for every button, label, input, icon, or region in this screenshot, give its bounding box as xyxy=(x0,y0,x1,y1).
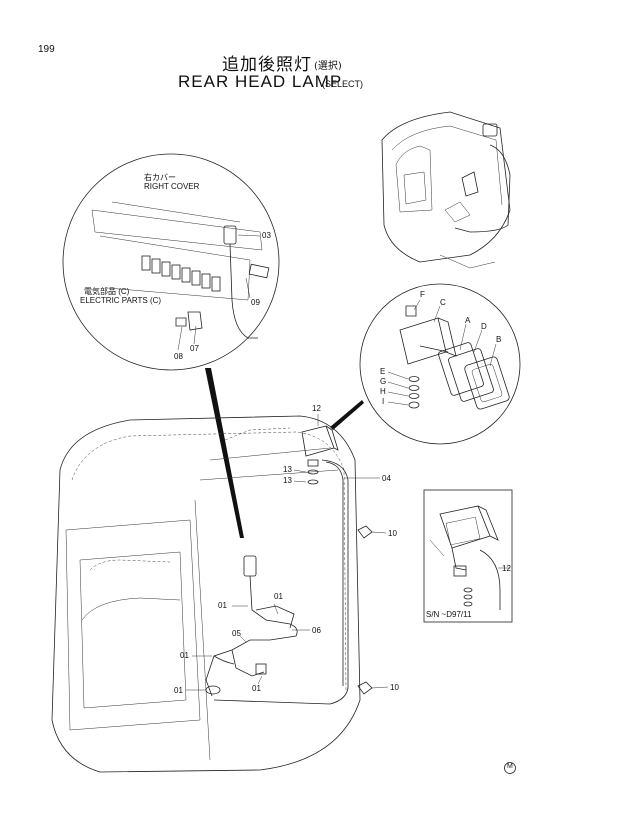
callout-09: 09 xyxy=(251,298,260,307)
callout-I: I xyxy=(382,397,385,406)
serial-inset-box xyxy=(423,489,513,623)
callout-01-c: 01 xyxy=(180,651,189,660)
callout-04: 04 xyxy=(382,474,391,483)
callout-F: F xyxy=(420,290,425,299)
callout-A: A xyxy=(465,316,471,325)
callout-10-lower: 10 xyxy=(390,683,399,692)
lamp-pointer xyxy=(330,400,364,430)
leader-lines xyxy=(177,234,510,691)
lamp-detail-circle xyxy=(359,283,521,445)
callout-E: E xyxy=(380,367,386,376)
callout-13-upper: 13 xyxy=(283,465,292,474)
callout-12-lamp: 12 xyxy=(312,404,321,413)
mark-circle-icon xyxy=(504,762,516,774)
cab-main-drawing xyxy=(51,415,361,773)
callout-01-d: 01 xyxy=(174,686,183,695)
callout-D: D xyxy=(481,322,487,331)
callout-H: H xyxy=(380,387,386,396)
callout-05: 05 xyxy=(232,629,241,638)
serial-number-note: S/N ~D97/11 xyxy=(426,610,472,619)
page-title-japanese-sub: (選択) xyxy=(314,61,342,72)
callout-06: 06 xyxy=(312,626,321,635)
page-title-sub: (SELECT) xyxy=(322,79,364,89)
rear-head-lamp-drawing xyxy=(213,425,349,705)
callout-13-lower: 13 xyxy=(283,476,292,485)
mark-label: M xyxy=(507,763,513,770)
detail-pointer xyxy=(205,368,244,538)
callout-B: B xyxy=(496,335,502,344)
page-number: 199 xyxy=(38,44,55,55)
wiring-harness-drawing xyxy=(205,555,298,697)
cab-overview-drawing xyxy=(381,111,511,269)
callout-12-inset: 12 xyxy=(502,564,511,573)
callout-03: 03 xyxy=(262,231,271,240)
electric-parts-label-jp: 電気部品 (C) xyxy=(84,287,130,296)
callout-01-a: 01 xyxy=(218,601,227,610)
page-title: REAR HEAD LAMP xyxy=(178,72,343,91)
callout-01-b: 01 xyxy=(274,592,283,601)
electric-parts-detail-circle xyxy=(62,153,280,371)
page-title-japanese: 追加後照灯 xyxy=(222,55,312,75)
callout-10-upper: 10 xyxy=(388,529,397,538)
right-cover-label: RIGHT COVER xyxy=(144,182,200,191)
callout-07: 07 xyxy=(190,344,199,353)
callout-G: G xyxy=(380,377,387,386)
clip-drawing-upper xyxy=(357,525,373,539)
callout-C: C xyxy=(440,298,446,307)
electric-parts-label: ELECTRIC PARTS (C) xyxy=(80,296,162,305)
right-cover-label-jp: 右カバー xyxy=(144,173,176,182)
callout-08: 08 xyxy=(174,352,183,361)
callout-01-e: 01 xyxy=(252,684,261,693)
